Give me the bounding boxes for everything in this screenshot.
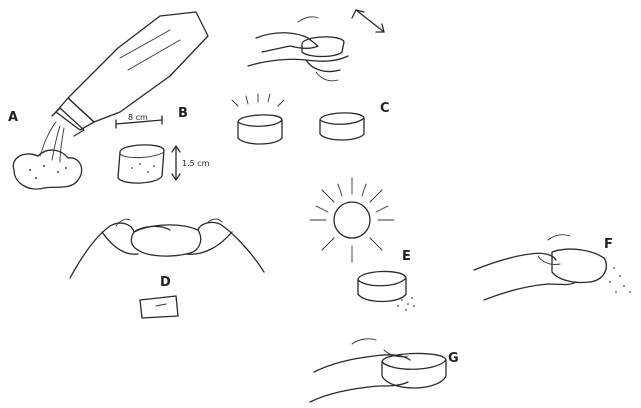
dimension-width: 8 cm [128,113,148,122]
step-g-hand-on-dish [310,339,446,402]
step-e-dish-drying [358,271,415,310]
label-g: G [448,351,459,366]
step-b-sponge-cylinder [116,116,180,183]
step-d-hands-squeezing [70,219,264,278]
step-e-sun-icon [310,178,394,262]
label-e: E [402,249,411,264]
label-c: C [380,101,390,116]
label-d: D [160,275,171,290]
dimension-height: 1.5 cm [182,159,210,168]
step-a-bottle-pouring [40,12,208,162]
step-c-dish-plain [320,113,364,140]
step-a-sponge [13,150,81,189]
step-c-dish-shining [232,94,284,144]
step-d-sponge-flat [140,296,178,318]
label-f: F [604,237,613,252]
label-b: B [178,106,188,121]
step-hands-shaking-dish [248,10,384,81]
label-a: A [8,110,18,125]
